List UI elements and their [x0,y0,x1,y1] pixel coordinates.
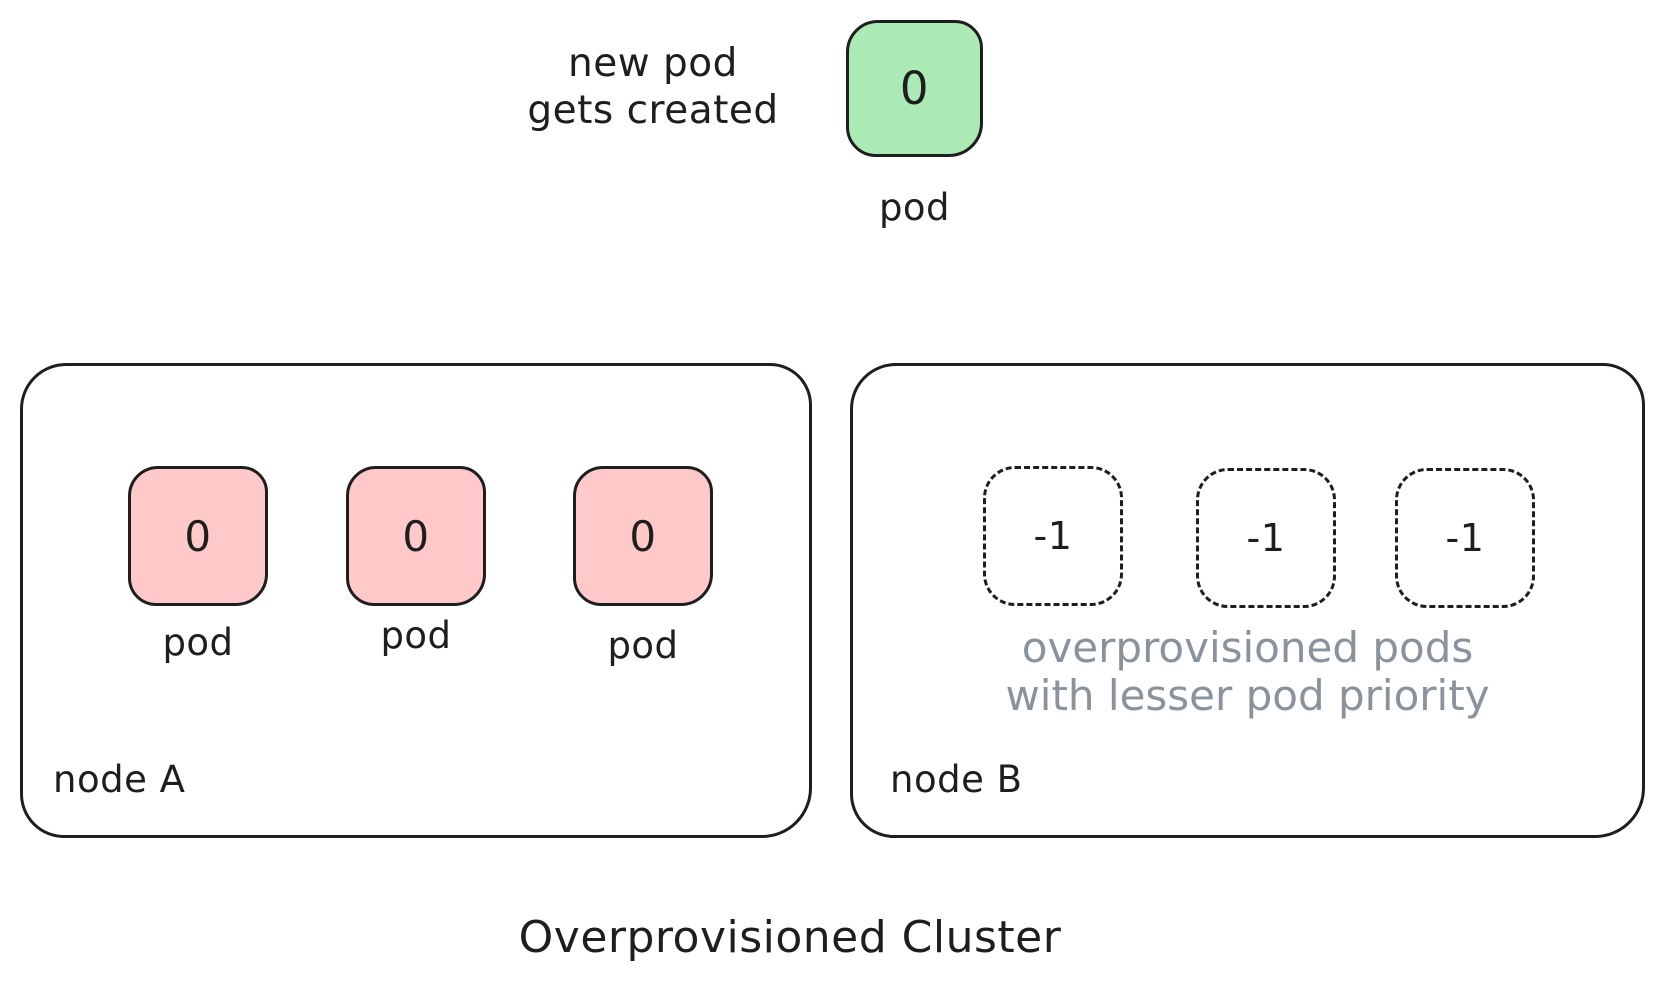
node-b-pod-2: -1 [1196,468,1336,608]
new-pod-annotation: new pod gets created [443,40,863,134]
node-a-pod-2: 0 [346,466,486,606]
node-a-label: node A [53,758,186,801]
node-a-pod-3: 0 [573,466,713,606]
node-a-pod-1-caption: pod [162,621,234,664]
node-b-pod-2-priority-value: -1 [1246,516,1286,560]
node-a-pod-3-priority-value: 0 [629,511,657,561]
node-b-label: node B [890,758,1023,801]
node-a-box: 0 0 0 pod pod pod node A [20,363,812,838]
new-pod-annotation-line2: gets created [527,88,779,133]
new-pod-priority-value: 0 [899,62,930,115]
new-pod-caption: pod [878,186,951,229]
diagram-title: Overprovisioned Cluster [518,912,1062,963]
node-b-pod-1: -1 [983,466,1123,606]
node-b-overprovision-caption: overprovisioned pods with lesser pod pri… [853,624,1642,720]
new-pod-box: 0 [846,20,983,157]
node-b-caption-line1: overprovisioned pods [1021,623,1474,672]
node-a-pod-1: 0 [128,466,268,606]
node-a-pod-3-caption: pod [607,624,679,667]
node-b-box: -1 -1 -1 overprovisioned pods with lesse… [850,363,1645,838]
node-a-pod-2-priority-value: 0 [402,511,430,561]
node-b-caption-line2: with lesser pod priority [1005,671,1490,720]
node-a-pod-2-caption: pod [380,614,452,657]
new-pod-annotation-line1: new pod [568,41,738,86]
node-b-pod-3-priority-value: -1 [1445,516,1485,560]
node-b-pod-3: -1 [1395,468,1535,608]
node-a-pod-1-priority-value: 0 [184,511,212,561]
node-b-pod-1-priority-value: -1 [1033,514,1073,558]
